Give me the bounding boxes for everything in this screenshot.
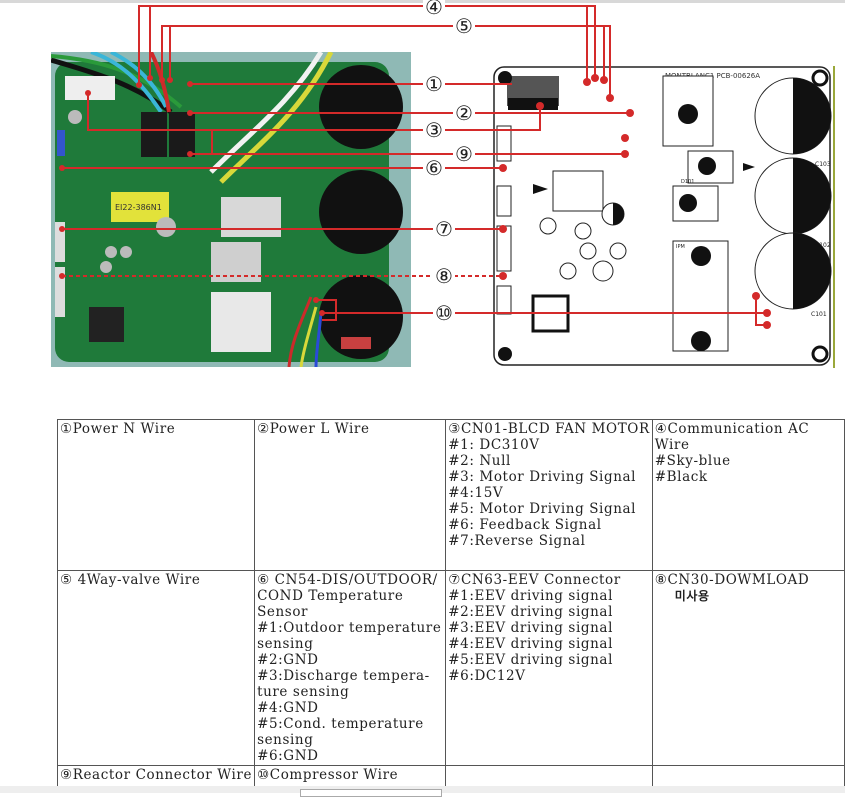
pin-line: #7:Reverse Signal: [448, 533, 586, 549]
pin-line: #4:15V: [448, 485, 504, 501]
legend-cell-title: ②Power L Wire: [257, 421, 370, 437]
pin-line: #3:Discharge tempera-ture sensing: [257, 668, 430, 700]
table-row: ⑤ 4Way-valve Wire ⑥ CN54-DIS/OUTDOOR/ CO…: [56, 570, 845, 766]
callout-1: ①: [423, 72, 445, 96]
callout-5: ⑤: [453, 14, 475, 38]
connector-legend-table: ①Power N Wire ②Power L Wire ③CN01-BLCD F…: [56, 419, 845, 791]
callout-7: ⑦: [433, 217, 455, 241]
unused-note: 미사용: [674, 589, 710, 603]
callout-10: ⑩: [433, 301, 455, 325]
legend-cell-power-l-wire: ②Power L Wire: [254, 419, 447, 571]
pin-line: #1:EEV driving signal: [448, 588, 613, 604]
legend-cell-cn30-download: ⑧CN30-DOWMLOAD 미사용: [651, 570, 845, 766]
pcb-diagram: EI22-386N1 MONTBLANC1 PCB-00626A C103: [0, 0, 845, 380]
diode-label: D101: [681, 179, 694, 185]
pin-line: #2: Null: [448, 453, 511, 469]
pin-line: #5:EEV driving signal: [448, 652, 613, 668]
window-top-border: [0, 0, 845, 3]
svg-text:C103: C103: [815, 161, 831, 168]
callout-4: ④: [423, 0, 445, 17]
pin-line: #5:Cond. temperature sensing: [257, 716, 424, 748]
pin-line: #6:GND: [257, 748, 319, 764]
pin-line: #2:EEV driving signal: [448, 604, 613, 620]
pin-line: #2:GND: [257, 652, 319, 668]
legend-cell-title: ⑧CN30-DOWMLOAD: [654, 572, 810, 588]
pcb-photo: EI22-386N1: [51, 52, 411, 367]
pin-line: #4:EEV driving signal: [448, 636, 613, 652]
legend-cell-title: ⑥ CN54-DIS/OUTDOOR/ COND Temperature Sen…: [257, 572, 438, 620]
legend-cell-title: ③CN01-BLCD FAN MOTOR: [448, 421, 650, 437]
pin-line: #6: Feedback Signal: [448, 517, 602, 533]
legend-cell-cn54-temperature-sensor: ⑥ CN54-DIS/OUTDOOR/ COND Temperature Sen…: [254, 570, 447, 766]
callout-lines: [59, 5, 771, 329]
legend-cell-power-n-wire: ①Power N Wire: [56, 419, 256, 571]
legend-cell-title: ⑨Reactor Connector Wire: [60, 767, 253, 783]
callout-8: ⑧: [433, 264, 455, 288]
ipm-label: IPM: [676, 244, 685, 250]
pin-line: #5: Motor Driving Signal: [448, 501, 637, 517]
pcb-schematic: MONTBLANC1 PCB-00626A C103 C102 C101 D10…: [493, 66, 835, 368]
svg-text:C101: C101: [811, 311, 827, 318]
table-row: ①Power N Wire ②Power L Wire ③CN01-BLCD F…: [56, 419, 845, 571]
capacitor-c102: C102: [754, 157, 832, 249]
pin-line: #6:DC12V: [448, 668, 526, 684]
legend-cell-4way-valve-wire: ⑤ 4Way-valve Wire: [56, 570, 256, 766]
legend-cell-title: ⑤ 4Way-valve Wire: [60, 572, 201, 588]
callout-6: ⑥: [423, 156, 445, 180]
legend-cell-cn63-eev-connector: ⑦CN63-EEV Connector #1:EEV driving signa…: [445, 570, 653, 766]
wire-color-line: #Sky-blue: [654, 453, 731, 469]
capacitor-c103: C103: [754, 77, 832, 168]
legend-cell-communication-ac-wire: ④Communication AC Wire #Sky-blue #Black: [651, 419, 845, 571]
transformer-label: EI22-386N1: [115, 203, 162, 212]
legend-cell-cn01-fan-motor: ③CN01-BLCD FAN MOTOR #1: DC310V #2: Null…: [445, 419, 653, 571]
legend-cell-title: ⑩Compressor Wire: [257, 767, 399, 783]
wire-color-line: #Black: [654, 469, 708, 485]
legend-cell-title: ④Communication AC Wire: [654, 421, 810, 453]
callout-2: ②: [453, 101, 475, 125]
capacitor-c101: C101: [754, 232, 832, 318]
scrollbar-thumb[interactable]: [300, 789, 442, 797]
legend-cell-title: ⑦CN63-EEV Connector: [448, 572, 621, 588]
callout-9: ⑨: [453, 142, 475, 166]
callout-3: ③: [423, 118, 445, 142]
pin-line: #1:Outdoor temperature sensing: [257, 620, 442, 652]
pin-line: #4:GND: [257, 700, 319, 716]
pin-line: #1: DC310V: [448, 437, 540, 453]
pin-line: #3:EEV driving signal: [448, 620, 613, 636]
pin-line: #3: Motor Driving Signal: [448, 469, 637, 485]
legend-cell-title: ①Power N Wire: [60, 421, 176, 437]
svg-text:C102: C102: [815, 242, 831, 249]
